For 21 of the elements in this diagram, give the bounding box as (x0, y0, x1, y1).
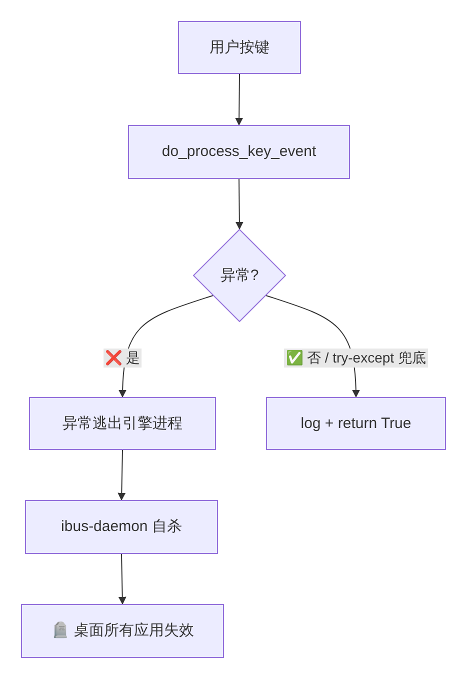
process-box (21, 604, 224, 658)
node-label: ibus-daemon 自杀 (61, 517, 182, 537)
node-label: do_process_key_event (162, 142, 316, 162)
process-box (29, 397, 216, 450)
arrow (118, 450, 126, 501)
edge-label: ✅ 否 / try-except 兜底 (284, 348, 428, 368)
node-label: log + return True (300, 414, 412, 434)
edge-label: ❌ 是 (103, 348, 142, 368)
arrow (235, 74, 244, 126)
process-box (25, 500, 218, 554)
process-box (266, 397, 446, 450)
process-box (178, 21, 301, 74)
node-label: 🪦 桌面所有应用失效 (50, 621, 194, 641)
arrow (235, 178, 244, 230)
node-label: 异常? (220, 266, 259, 286)
decision-diamond (193, 229, 286, 322)
arrow (266, 295, 360, 398)
node-label: 异常逃出引擎进程 (62, 414, 182, 434)
node-label: 用户按键 (210, 38, 270, 58)
arrow (118, 554, 126, 605)
process-box (128, 125, 350, 179)
